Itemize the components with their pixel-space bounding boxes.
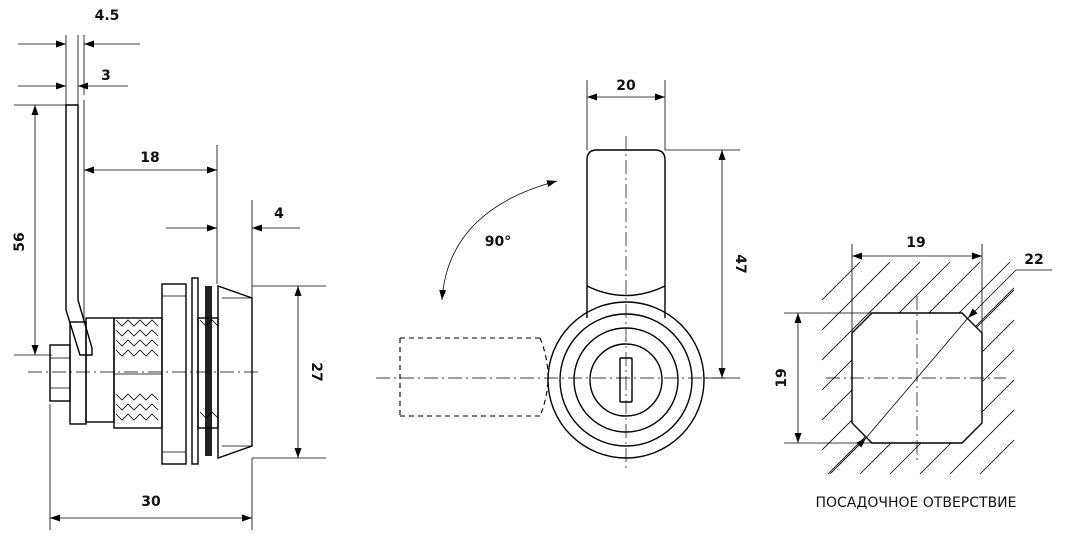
- dim-4: 4: [274, 206, 284, 222]
- side-view-dimensions: 4.5 3 18 4 56 27 30: [12, 8, 326, 530]
- mounting-hole: 19 19 22 ПОСАДОЧНОЕ ОТВЕРСТВИЕ: [774, 235, 1052, 511]
- dim-4-5: 4.5: [95, 8, 120, 24]
- front-view-dimensions: 20 47: [586, 78, 748, 379]
- lever-arm: [65, 104, 93, 356]
- cam-block: [85, 317, 115, 423]
- dim-19-top: 19: [906, 235, 925, 251]
- dim-47: 47: [732, 254, 748, 273]
- dim-20: 20: [616, 78, 636, 94]
- mounting-nut: [161, 283, 187, 465]
- side-view: [28, 104, 262, 465]
- dim-22: 22: [1024, 252, 1043, 268]
- dim-30: 30: [141, 494, 161, 510]
- dim-27: 27: [308, 362, 324, 381]
- rotation-arc: [439, 180, 558, 301]
- dim-18: 18: [140, 150, 159, 166]
- threaded-body: [113, 317, 163, 429]
- dim-19-side: 19: [774, 368, 790, 387]
- rubber-seal: [205, 286, 212, 456]
- dim-3: 3: [101, 68, 111, 84]
- mounting-hole-caption: ПОСАДОЧНОЕ ОТВЕРСТВИЕ: [815, 495, 1016, 511]
- panel: [191, 277, 199, 465]
- front-view: 90°: [376, 136, 726, 470]
- angle-label: 90°: [485, 234, 511, 250]
- dim-56: 56: [12, 232, 28, 251]
- hex-nut: [49, 321, 87, 425]
- lever-front: [586, 149, 666, 318]
